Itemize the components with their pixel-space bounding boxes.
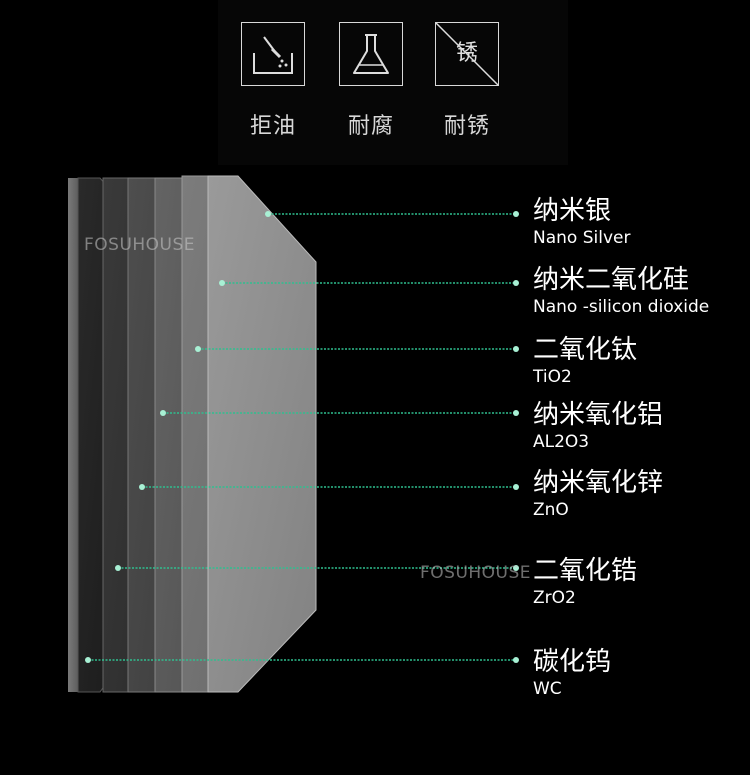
connector-dot-al2o3-end [513, 410, 519, 416]
feature-label: 耐锈 [443, 114, 490, 139]
feature-oil-repellent: 拒油 [239, 22, 307, 140]
layer-nano-silver [207, 175, 317, 693]
connector-dot-nano-silver-start [265, 211, 271, 217]
connector-dot-zno-end [513, 484, 519, 490]
layer-name-en: Nano -silicon dioxide [533, 297, 710, 317]
layer-name-en: Nano Silver [533, 228, 631, 248]
feature-panel [218, 0, 568, 165]
rust-glyph: 锈 [455, 41, 478, 66]
connector-lines [85, 211, 519, 663]
layer-label-zno: 纳米氧化锌 ZnO [533, 468, 663, 520]
layer-name-en: AL2O3 [533, 432, 590, 452]
layer-name-zh: 纳米氧化铝 [533, 400, 664, 430]
layer-name-zh: 纳米二氧化硅 [533, 265, 690, 295]
layer-name-zh: 碳化钨 [533, 647, 612, 677]
layer-name-en: ZnO [533, 500, 569, 520]
layer-label-wc: 碳化钨 WC [533, 647, 611, 699]
watermark: FOSUHOUSE [420, 563, 532, 583]
layer-label-tio2: 二氧化钛 TiO2 [533, 335, 637, 387]
connector-dot-wc-start [85, 657, 91, 663]
layer-name-en: TiO2 [533, 367, 572, 387]
flask-icon [339, 22, 403, 86]
connector-dot-al2o3-start [160, 410, 166, 416]
connector-dot-nano-silicon-start [219, 280, 225, 286]
connector-dot-nano-silicon-end [513, 280, 519, 286]
layer-label-al2o3: 纳米氧化铝 AL2O3 [533, 400, 663, 452]
connector-dot-zro2-start [115, 565, 121, 571]
layer-name-zh: 二氧化锆 [533, 556, 638, 586]
connector-dot-tio2-start [195, 346, 201, 352]
layer-name-en: ZrO2 [533, 588, 576, 608]
connector-dot-zno-start [139, 484, 145, 490]
layer-wc [68, 178, 78, 692]
connector-dot-nano-silver-end [513, 211, 519, 217]
feature-corrosion-resistant: 耐腐 [337, 22, 405, 140]
connector-dot-tio2-end [513, 346, 519, 352]
oil-repellent-icon [241, 22, 305, 86]
watermark: FOSUHOUSE [84, 235, 196, 255]
layer-label-nano-silicon: 纳米二氧化硅 Nano -silicon dioxide [533, 265, 709, 317]
layer-name-en: WC [533, 679, 562, 699]
layer-label-nano-silver: 纳米银 Nano Silver [533, 196, 630, 248]
layer-name-zh: 纳米氧化锌 [533, 468, 664, 498]
connector-dot-wc-end [513, 657, 519, 663]
feature-label: 耐腐 [347, 114, 394, 139]
layer-name-zh: 纳米银 [533, 196, 612, 226]
layer-label-zro2: 二氧化锆 ZrO2 [533, 556, 637, 608]
rust-proof-icon: 锈 [435, 22, 499, 86]
feature-label: 拒油 [249, 114, 296, 139]
feature-rust-proof: 锈 耐锈 [433, 22, 501, 140]
connector-dot-zro2-end [513, 565, 519, 571]
layer-name-zh: 二氧化钛 [533, 335, 638, 365]
